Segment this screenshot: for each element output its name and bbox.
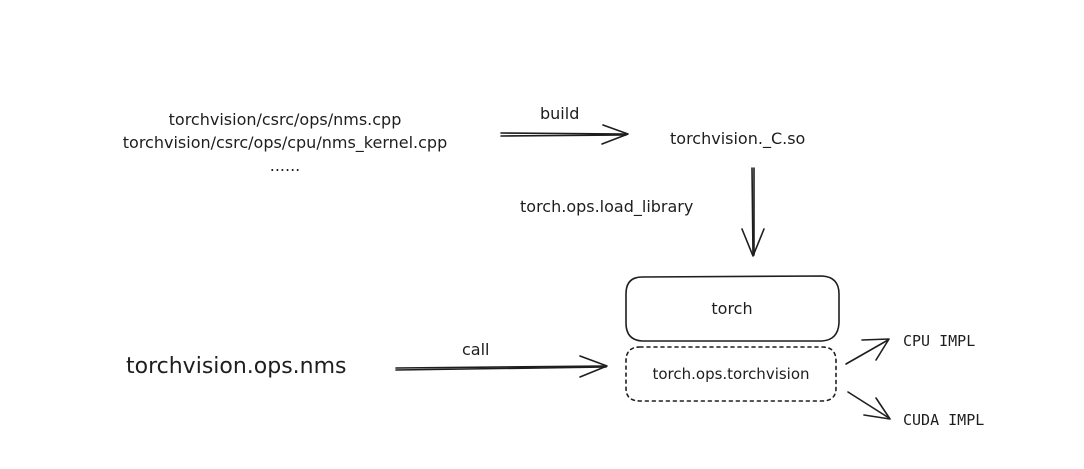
- torchvision-namespace-label: torch.ops.torchvision: [652, 365, 810, 383]
- torch-box: [625, 275, 840, 342]
- call-arrow: [395, 355, 608, 378]
- source-file-nms-cpp: torchvision/csrc/ops/nms.cpp: [168, 110, 402, 129]
- load-library-arrow: [741, 167, 765, 257]
- load-library-label: torch.ops.load_library: [520, 197, 694, 216]
- cuda-impl-label: CUDA IMPL: [903, 411, 985, 429]
- build-arrow: [500, 124, 629, 145]
- torchvision-namespace-box: [625, 346, 837, 402]
- build-label: build: [540, 104, 580, 123]
- cpu-impl-label: CPU IMPL: [903, 332, 976, 350]
- torch-box-label: torch: [711, 299, 753, 318]
- source-file-nms-kernel-cpp: torchvision/csrc/ops/cpu/nms_kernel.cpp: [122, 133, 448, 152]
- python-op-label: torchvision.ops.nms: [126, 354, 347, 379]
- source-files-label: torchvision/csrc/ops/nms.cpp torchvision…: [60, 108, 510, 177]
- cuda-impl-arrow: [847, 391, 891, 420]
- call-label: call: [462, 340, 490, 359]
- source-file-ellipsis: ......: [269, 156, 301, 175]
- cpu-impl-arrow: [845, 338, 890, 365]
- shared-object-label: torchvision._C.so: [670, 129, 806, 148]
